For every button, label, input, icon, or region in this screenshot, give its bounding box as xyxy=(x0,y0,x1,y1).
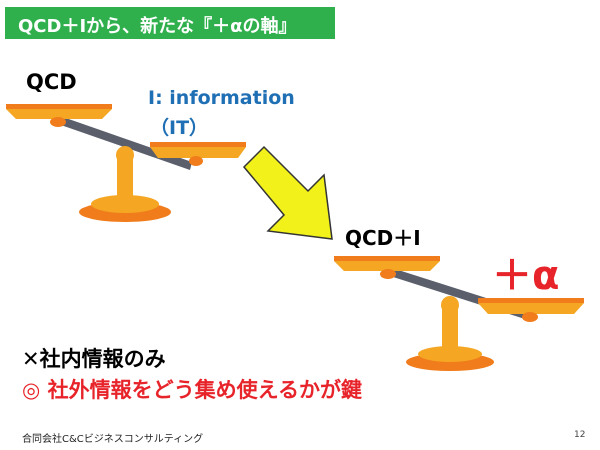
it-label: （IT） xyxy=(150,117,209,139)
qcd-label: QCD xyxy=(26,70,77,94)
company-footer: 合同会社C&Cビジネスコンサルティング xyxy=(22,434,204,445)
external-info-key-text: ◎ 社外情報をどう集め使えるかが鍵 xyxy=(22,378,363,402)
internal-info-only-text: ✕社内情報のみ xyxy=(22,347,166,371)
arrow-icon xyxy=(242,145,333,240)
page-number: 12 xyxy=(574,430,586,440)
qcd-plus-i-label: QCD＋I xyxy=(345,226,421,250)
plus-alpha-label: ＋α xyxy=(492,253,560,299)
title-bar xyxy=(5,7,335,39)
slide-title: QCD＋Iから、新たな『＋αの軸』 xyxy=(18,16,297,37)
information-label: I: information xyxy=(148,87,295,109)
right-balance-scale xyxy=(334,256,584,371)
left-balance-scale xyxy=(6,104,246,222)
